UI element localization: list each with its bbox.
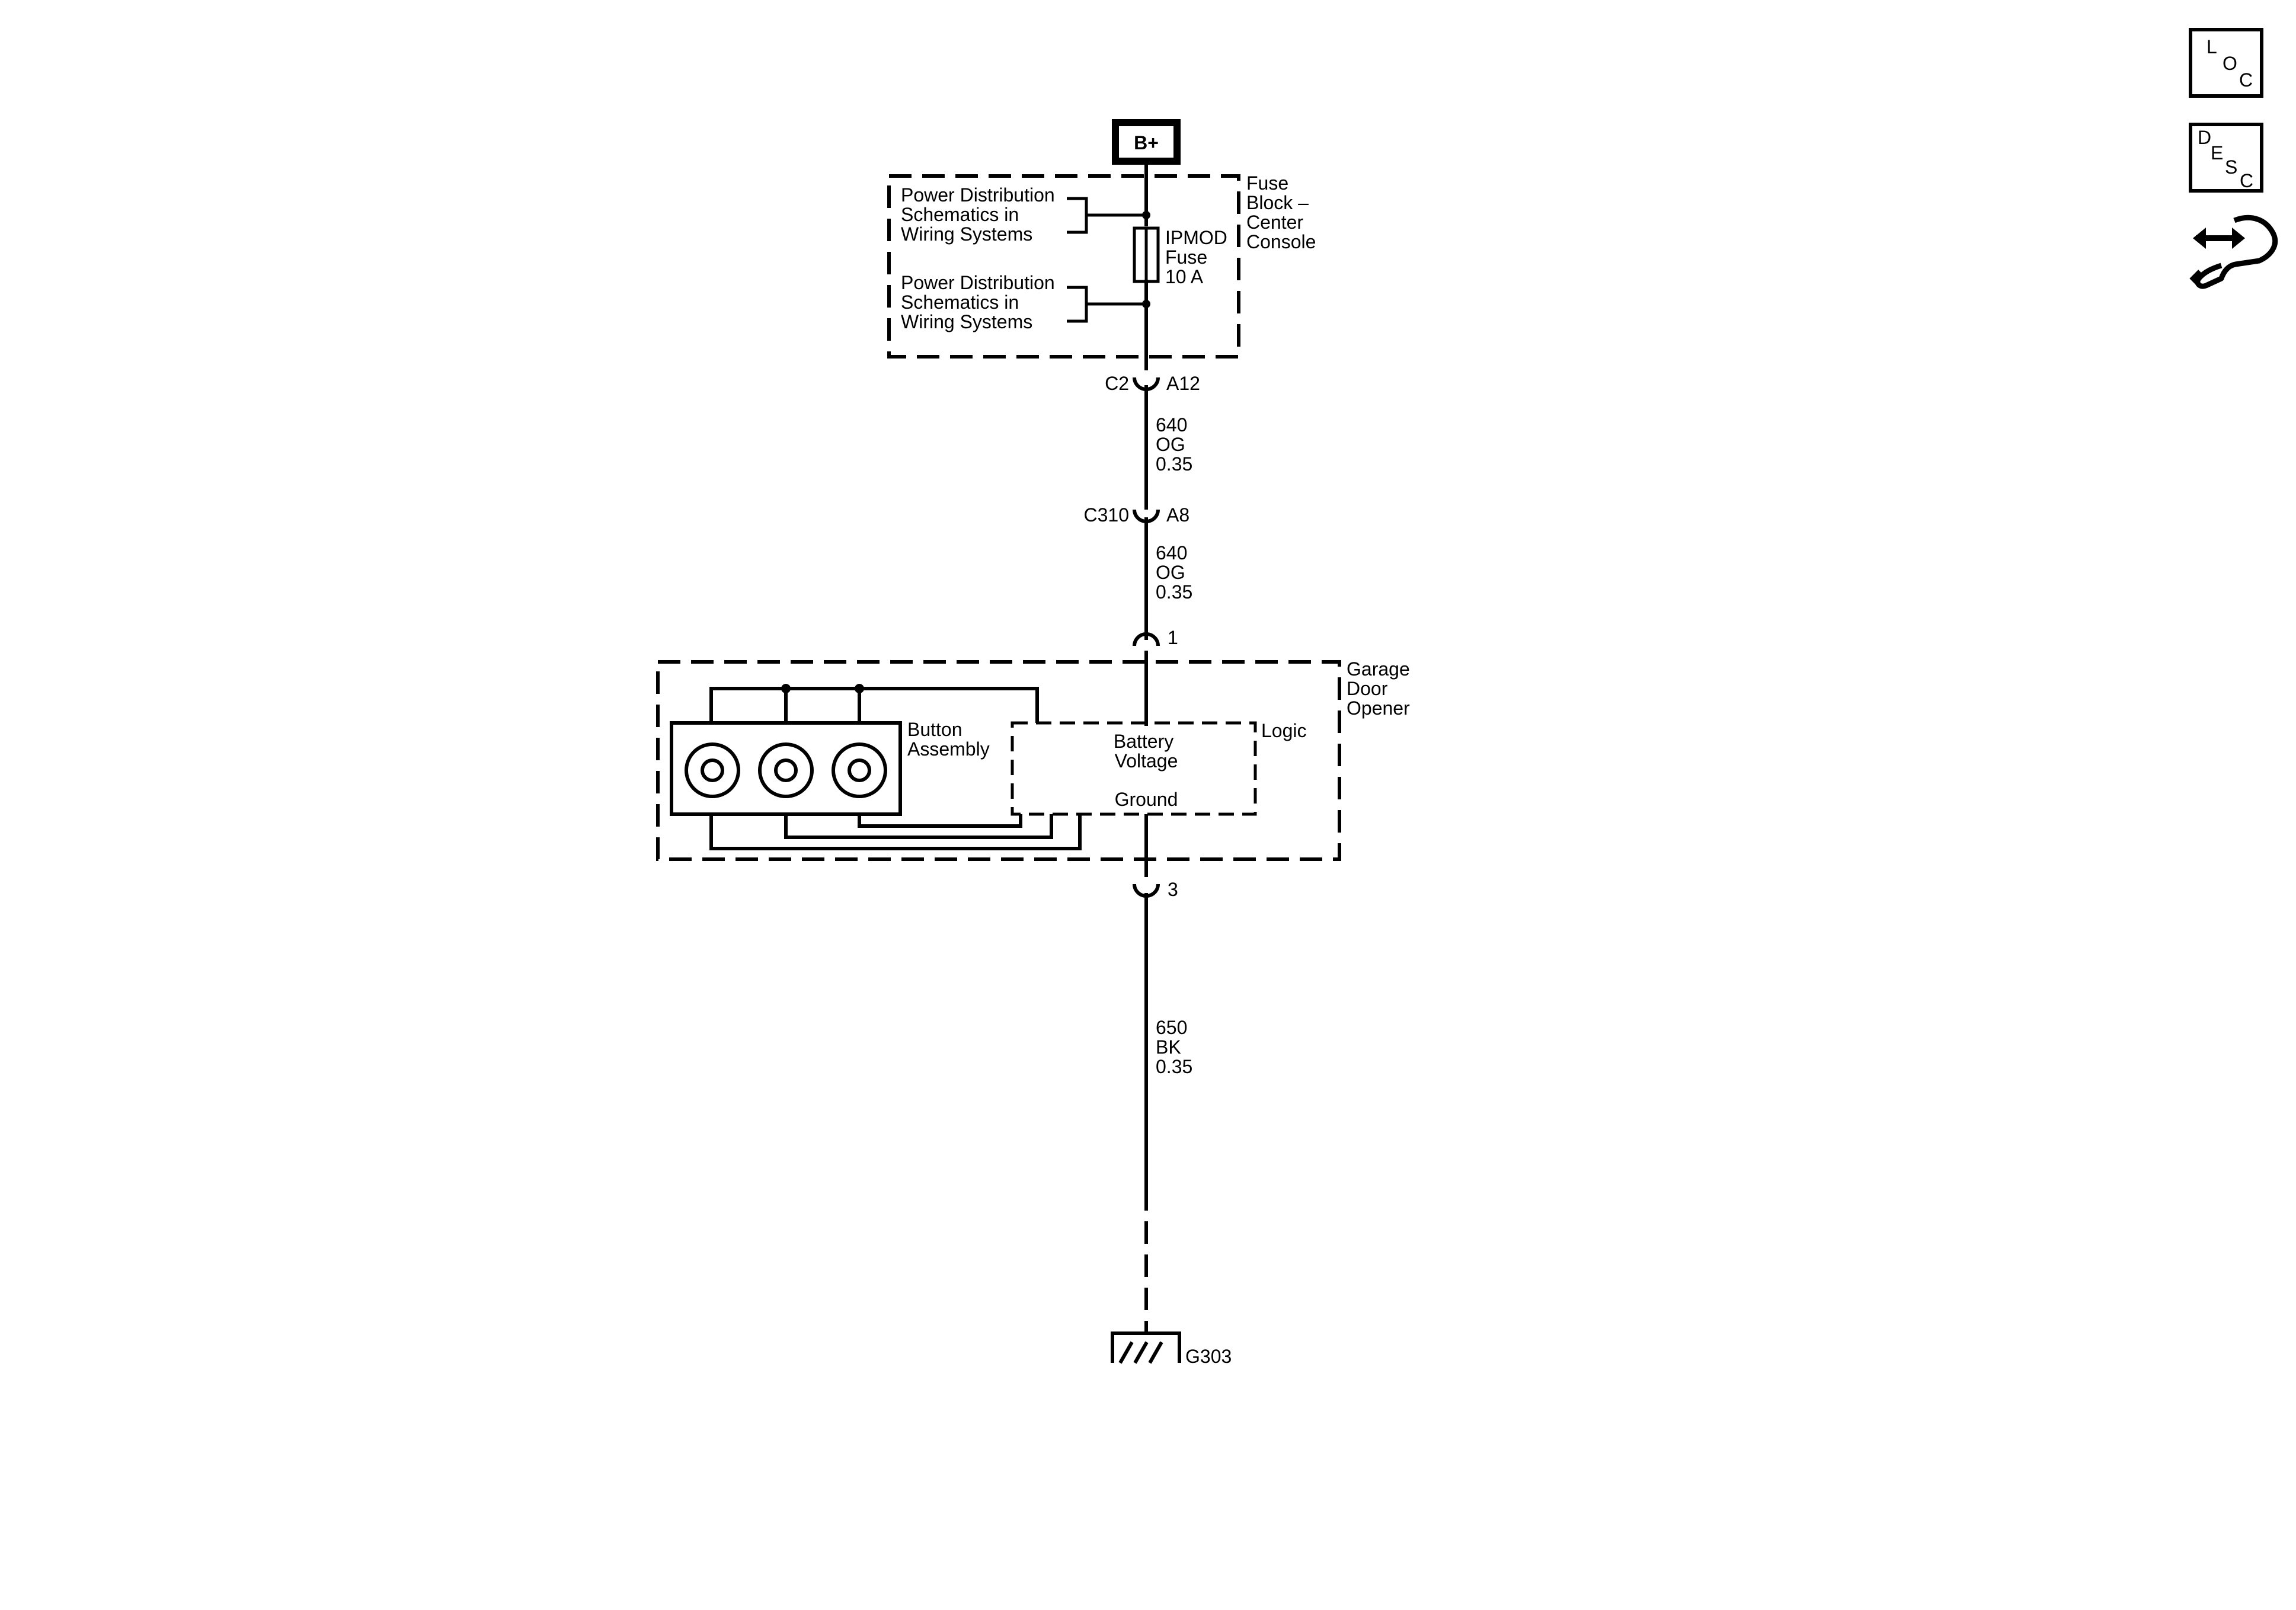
logic-block: Logic Battery Voltage Ground: [1011, 720, 1307, 816]
button-2: [758, 742, 814, 798]
ipmod-fuse: IPMOD Fuse 10 A: [1133, 226, 1233, 287]
ipmod-fuse-label: IPMOD Fuse 10 A: [1165, 227, 1233, 287]
svg-text:A8: A8: [1166, 504, 1189, 526]
svg-text:1: 1: [1168, 627, 1178, 648]
power-distribution-reference-lower: Power Distribution Schematics in Wiring …: [901, 272, 1150, 332]
svg-text:C: C: [2239, 69, 2253, 91]
svg-text:O: O: [2223, 53, 2237, 74]
fuse-block-center-console: Fuse Block – Center Console IPMOD Fuse 1…: [887, 172, 1316, 359]
garage-door-opener-name: Garage Door Opener: [1347, 658, 1415, 719]
wire-label-640-og-upper: 640 OG 0.35: [1156, 414, 1192, 475]
battery-voltage-label: Battery Voltage: [1114, 731, 1179, 772]
connector-wrench-icon[interactable]: [2189, 215, 2278, 289]
battery-positive-label: B+: [1134, 132, 1159, 153]
button-assembly: Button Assembly: [670, 719, 990, 816]
svg-text:A12: A12: [1166, 373, 1200, 394]
wire-label-640-og-lower: 640 OG 0.35: [1156, 542, 1192, 603]
svg-text:Logic: Logic: [1261, 720, 1307, 741]
wire-label-650-bk: 650 BK 0.35: [1156, 1017, 1192, 1077]
svg-text:Power Distribution Sch: Power Distribution Schematics in Wiring …: [901, 184, 1060, 245]
desc-icon[interactable]: D E S C: [2189, 123, 2263, 193]
garage-door-opener-pin-1: 1: [1133, 627, 1178, 726]
svg-text:S: S: [2225, 156, 2237, 178]
svg-text:C310: C310: [1084, 504, 1130, 526]
svg-text:3: 3: [1168, 879, 1178, 900]
ground-g303-label: G303: [1185, 1346, 1232, 1367]
connector-c2: C2 A12: [1105, 373, 1200, 510]
battery-positive-terminal: B+: [1112, 119, 1181, 165]
svg-text:C: C: [2240, 170, 2253, 191]
connector-c310: C310 A8: [1084, 504, 1189, 640]
loc-icon[interactable]: L O C: [2189, 28, 2263, 98]
garage-door-opener-pin-3: 3: [1133, 879, 1178, 1188]
ground-label: Ground: [1115, 789, 1178, 810]
svg-text:L: L: [2207, 36, 2217, 57]
power-distribution-reference-upper: Power Distribution Schematics in Wiring …: [901, 184, 1150, 245]
ground-g303: G303: [1111, 1331, 1232, 1367]
svg-text:E: E: [2211, 142, 2223, 164]
garage-door-opener-module: Garage Door Opener Logic Battery Voltage…: [656, 658, 1415, 861]
svg-text:D: D: [2198, 127, 2211, 148]
button-3: [832, 742, 887, 798]
button-1: [685, 742, 740, 798]
svg-text:C2: C2: [1105, 373, 1129, 394]
fuse-block-name: Fuse Block – Center Console: [1246, 172, 1316, 252]
button-assembly-label: Button Assembly: [907, 719, 990, 760]
svg-text:Power Distribution Sch: Power Distribution Schematics in Wiring …: [901, 272, 1060, 332]
